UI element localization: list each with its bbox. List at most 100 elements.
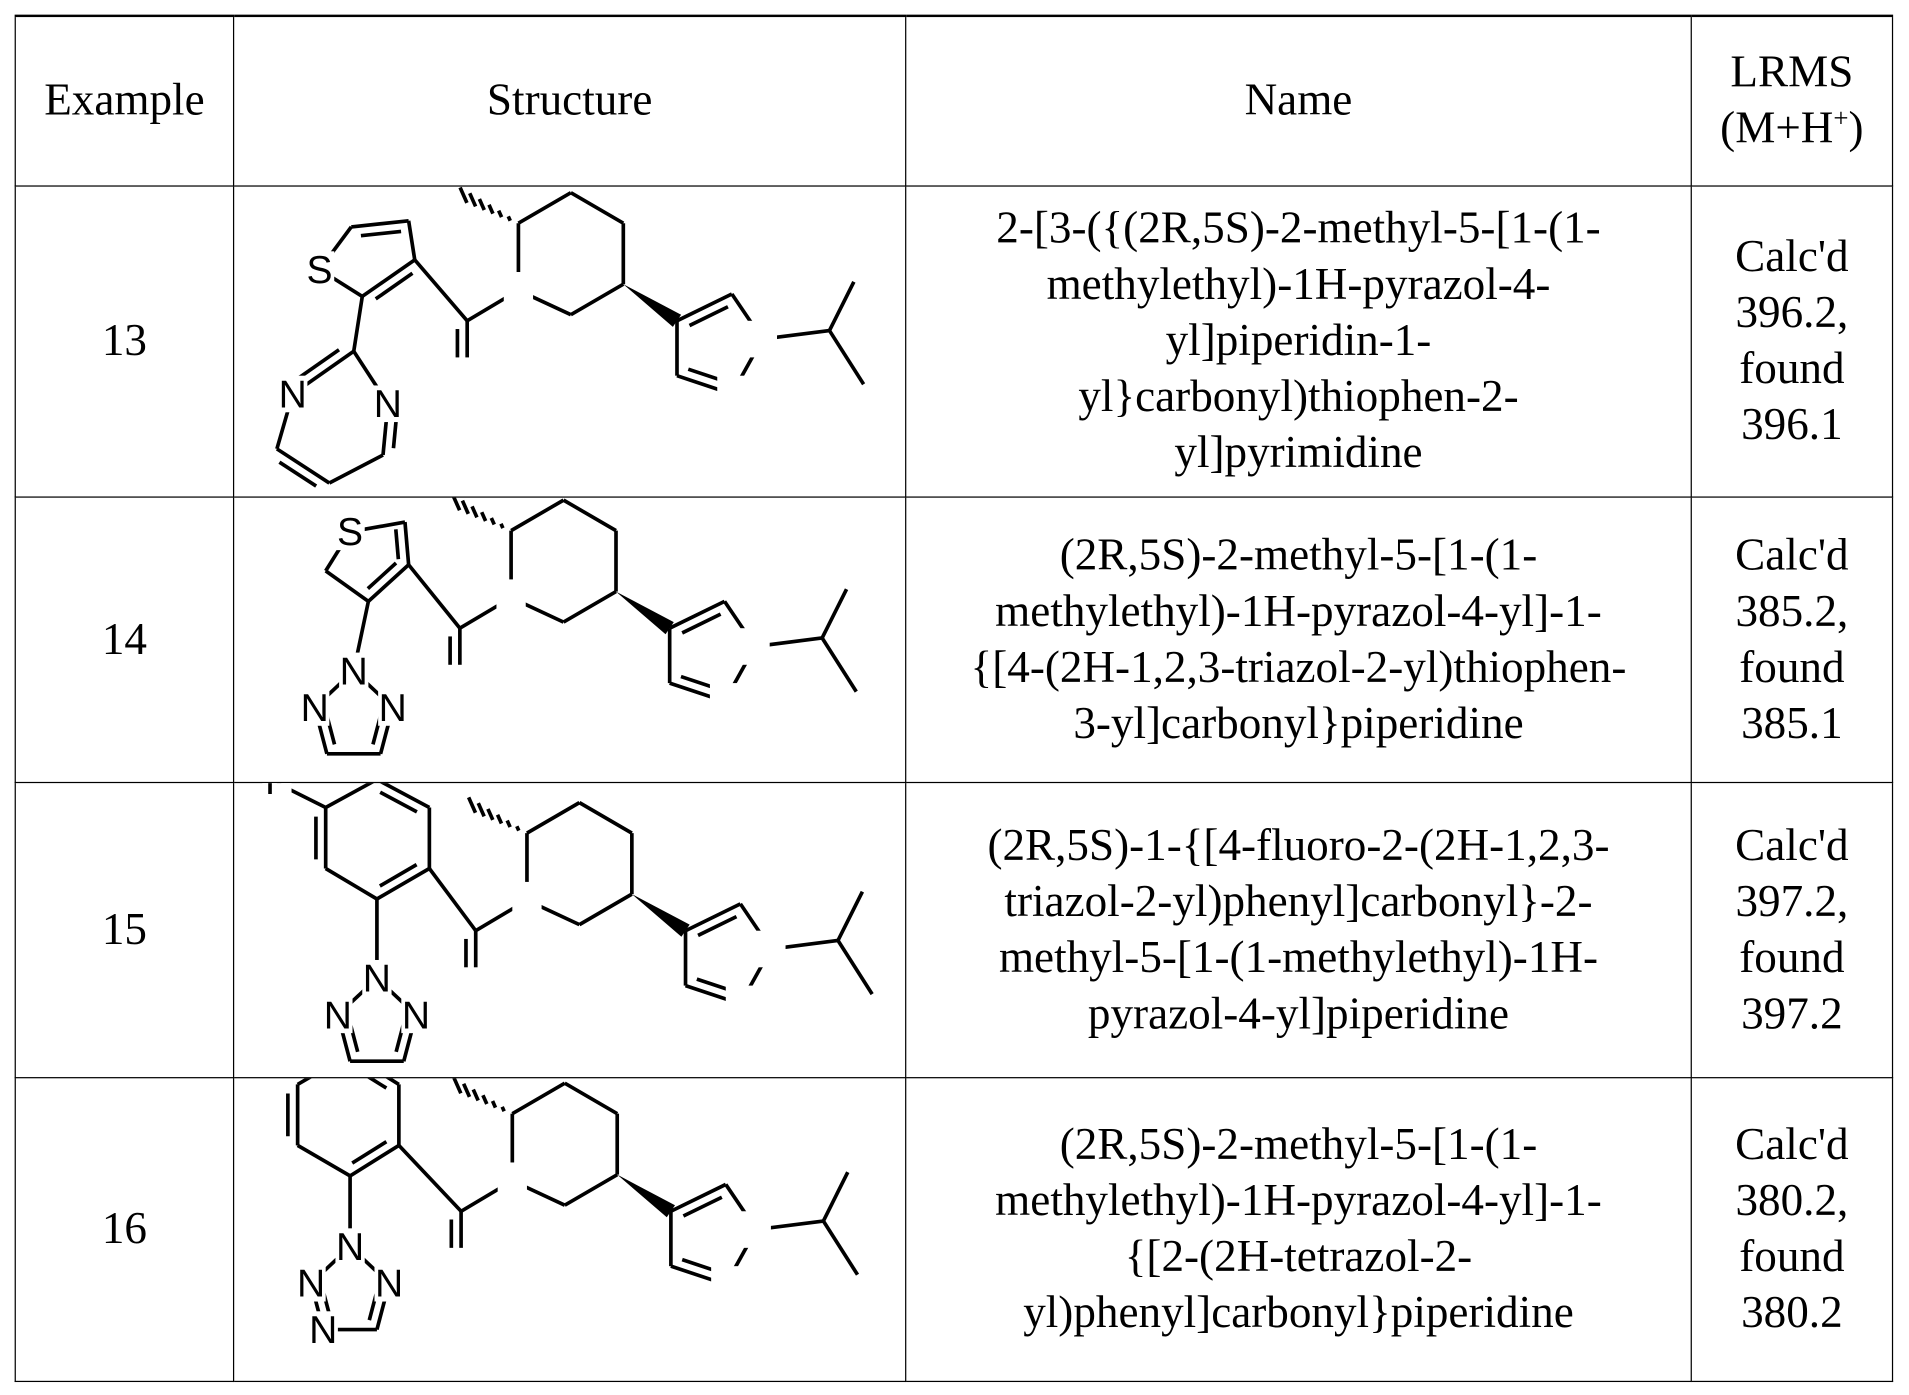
lrms-line: Calc'd [1692,229,1892,285]
header-example: Example [15,16,233,186]
wedge-bond [617,1175,675,1218]
lrms-value: Calc'd 396.2, found 396.1 [1691,186,1892,497]
lrms-line: found [1692,640,1892,696]
hash-bond [482,512,486,521]
double-bond [396,529,399,559]
bond [326,868,377,898]
name-line: yl}carbonyl)thiophen-2- [906,370,1690,426]
atom-label: S [337,511,363,554]
bond [415,260,467,321]
bond [579,894,631,924]
chemical-structure: FNNN [234,783,905,1077]
atom-label: N [374,383,402,426]
table-row: 13 SNN 2-[3-({(2R,5S)-2-methyl-5-[1-(1- … [15,186,1892,497]
structure-cell: SNN [234,186,906,497]
bond [518,193,570,223]
header-lrms-close: ) [1849,104,1864,154]
table-row: 14 SNNN (2R,5S)-2-methyl-5-[1-(1- methyl… [15,497,1892,782]
double-bond [698,917,736,936]
wedge-bond [623,284,681,327]
hash-bond [469,797,476,812]
bond [579,803,631,833]
double-bond [279,462,316,486]
compound-table: Example Structure Name LRMS (M+H+) 13 SN… [15,15,1893,1382]
bond [838,892,862,941]
double-bond [380,865,417,886]
lrms-line: found [1692,342,1892,398]
hash-bond [479,199,484,210]
atom-label-bg [496,579,525,616]
double-bond [690,307,728,326]
double-bond [361,231,401,235]
hash-bond [462,501,468,514]
bond [298,1145,350,1175]
bond [565,1175,617,1205]
bond [511,500,563,530]
atom-label-bg [445,665,474,702]
structure-cell: FNNN [234,783,906,1078]
bond [822,638,856,692]
hash-bond [473,1089,478,1100]
atom-label-bg [717,376,746,413]
atom-label-bg [498,1162,527,1199]
bond [329,455,383,483]
header-structure: Structure [234,16,906,186]
atom-label: N [336,1226,364,1269]
atom-label: N [340,650,368,693]
example-number: 13 [15,186,233,497]
atom-label: N [309,1309,337,1352]
atom-label: S [307,249,333,292]
bond [527,803,579,833]
bond [326,571,369,601]
wedge-bond [616,592,674,635]
atom-label-bg [756,931,785,968]
atom-label: N [402,994,430,1037]
lrms-line: 396.2, [1692,285,1892,341]
lrms-line: Calc'd [1692,528,1892,584]
double-bond [376,273,413,299]
name-line: 2-[3-({(2R,5S)-2-methyl-5-[1-(1- [906,201,1690,257]
bond [823,1221,857,1275]
lrms-line: Calc'd [1692,1117,1892,1173]
atom-label-bg [504,272,533,309]
bond [564,500,616,530]
example-number: 16 [15,1078,233,1382]
bond [823,1172,847,1221]
bond [399,1145,461,1211]
hash-bond [507,820,510,827]
bond [354,296,363,351]
hash-bond [460,187,467,202]
name-line: pyrazol-4-yl]piperidine [906,986,1690,1042]
hash-bond [472,506,477,517]
table-row: 15 FNNN (2R,5S)-1-{[4-fluoro-2-(2H-1,2,3… [15,783,1892,1078]
atom-label: N [363,958,391,1001]
bond [512,1083,564,1113]
hash-bond [489,205,493,214]
chemical-structure: SNN [234,187,905,497]
structure-cell: SNNN [234,497,906,782]
lrms-line: 385.1 [1692,696,1892,752]
name-line: 3-yl]carbonyl}piperidine [906,696,1690,752]
lrms-value: Calc'd 397.2, found 397.2 [1691,783,1892,1078]
double-bond [368,563,396,589]
name-line: yl]piperidin-1- [906,313,1690,369]
lrms-value: Calc'd 380.2, found 380.2 [1691,1078,1892,1382]
hash-bond [498,815,502,824]
bond [429,868,475,930]
compound-name: (2R,5S)-2-methyl-5-[1-(1- methylethyl)-1… [906,497,1692,782]
name-line: yl]pyrimidine [906,426,1690,482]
atom-label-bg [726,986,755,1023]
bond [326,783,377,807]
lrms-line: 380.2, [1692,1173,1892,1229]
compound-name: 2-[3-({(2R,5S)-2-methyl-5-[1-(1- methyle… [906,186,1692,497]
hash-bond [499,211,502,218]
name-line: methylethyl)-1H-pyrazol-4-yl]-1- [906,1173,1690,1229]
double-bond [683,1197,721,1216]
compound-name: (2R,5S)-2-methyl-5-[1-(1- methylethyl)-1… [906,1078,1692,1382]
name-line: {[4-(2H-1,2,3-triazol-2-yl)thiophen- [906,640,1690,696]
lrms-line: 380.2 [1692,1286,1892,1342]
bond [409,565,460,628]
bond [829,282,853,331]
atom-label-bg [461,967,490,1004]
double-bond [351,221,408,227]
